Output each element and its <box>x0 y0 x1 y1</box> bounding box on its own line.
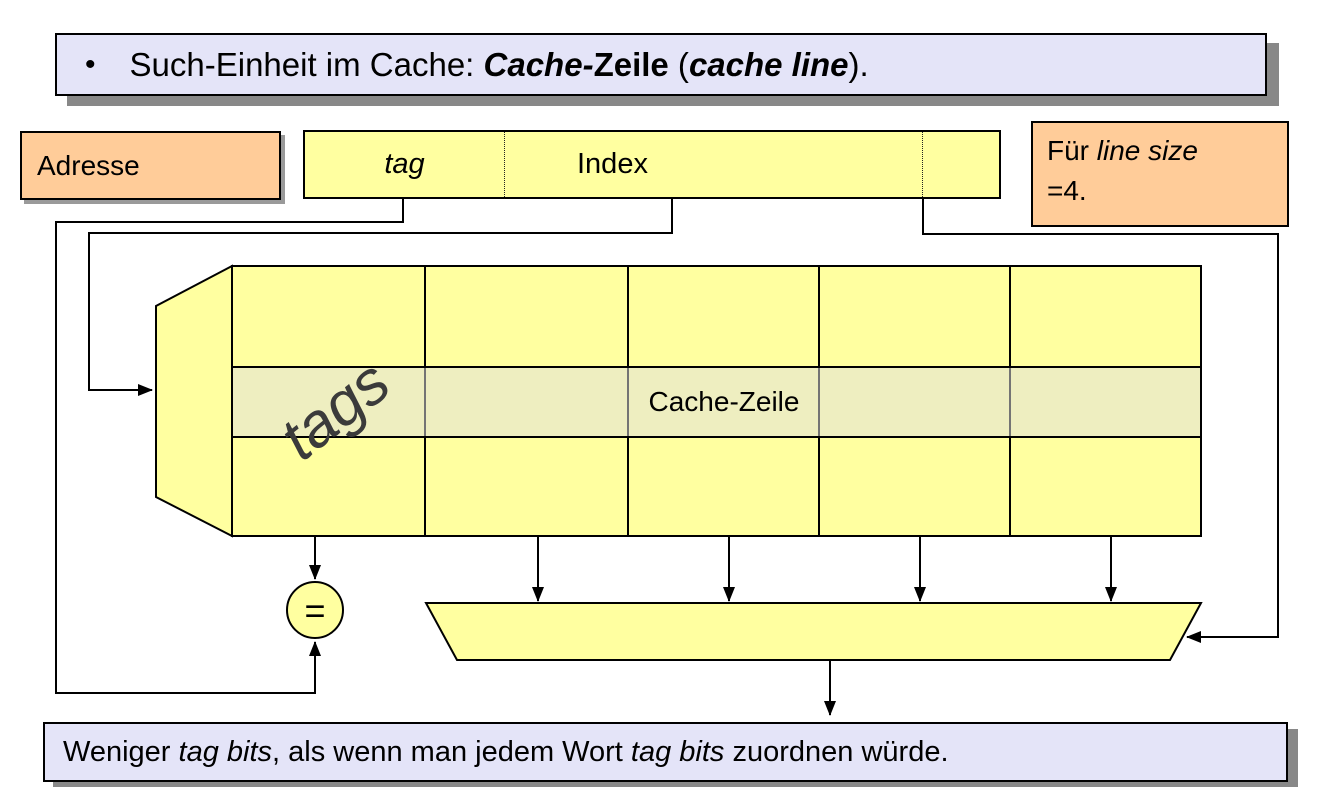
title-text: Such-Einheit im Cache: Cache-Zeile (cach… <box>129 45 869 83</box>
index-to-decoder-line <box>88 199 673 396</box>
title-box: • Such-Einheit im Cache: Cache-Zeile (ca… <box>55 33 1267 96</box>
mux-shape <box>424 602 1203 661</box>
line-size-note-line2: =4. <box>1047 175 1087 206</box>
address-field-index: Index <box>504 132 922 197</box>
bottom-note-box: Weniger tag bits, als wenn man jedem Wor… <box>43 722 1288 782</box>
tag-to-comparator-line <box>55 199 404 694</box>
address-field-offset <box>922 132 999 197</box>
offset-to-mux-line <box>922 199 1279 643</box>
comparator-label: = <box>304 590 325 631</box>
line-size-note-line1: Für line size <box>1047 135 1198 166</box>
bullet-icon: • <box>85 47 96 81</box>
bottom-note-text: Weniger tag bits, als wenn man jedem Wor… <box>63 735 949 768</box>
decoder-funnel-shape <box>155 264 233 538</box>
address-label-box: Adresse <box>20 131 281 200</box>
address-bar: tag Index <box>303 130 1001 199</box>
address-field-tag: tag <box>305 132 504 197</box>
line-size-note-box: Für line size =4. <box>1031 121 1289 227</box>
highlighted-cache-line-row <box>233 368 1200 436</box>
address-label: Adresse <box>37 149 140 181</box>
comparator-circle <box>286 581 344 639</box>
tag-field-label: tag <box>384 148 425 180</box>
cache-line-row-label: Cache-Zeile <box>648 386 800 417</box>
index-field-label: Index <box>577 148 648 180</box>
